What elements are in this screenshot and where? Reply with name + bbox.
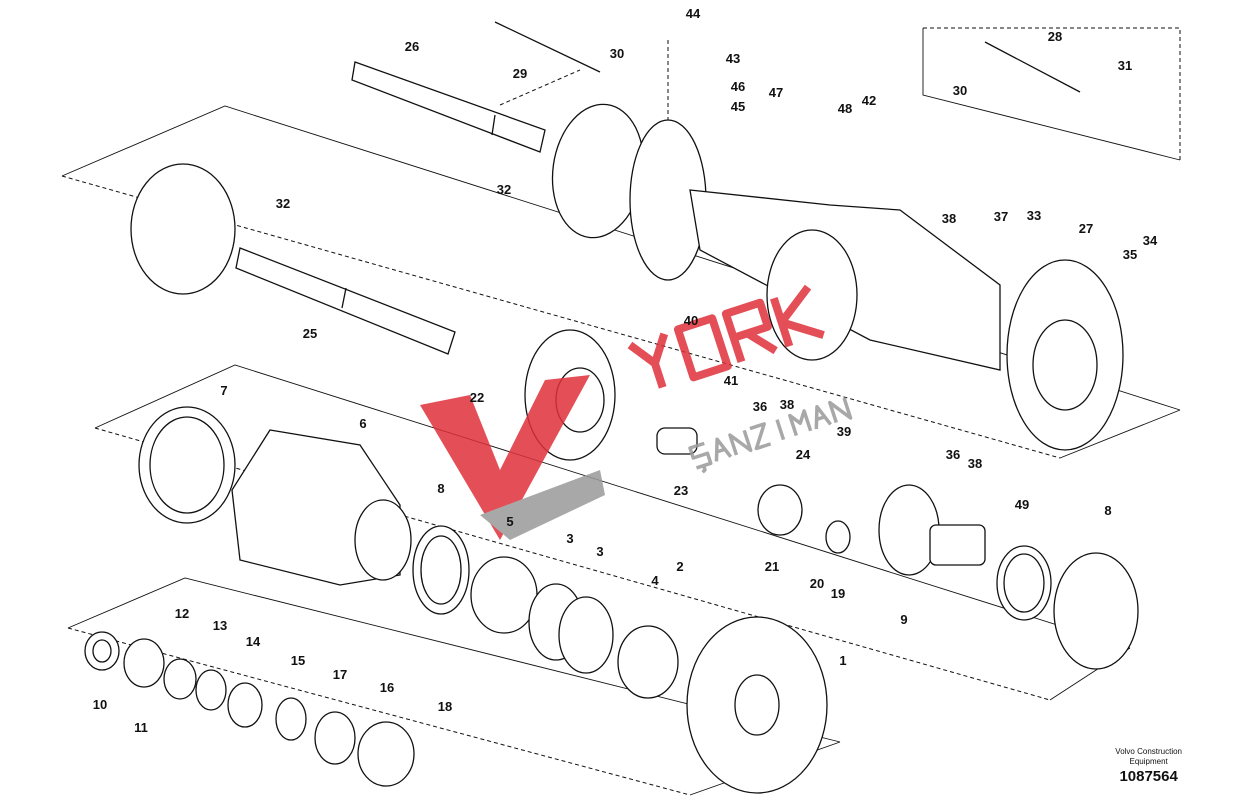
callout: 32 [497,182,511,197]
hub-parts [231,429,986,794]
callout: 7 [220,383,227,398]
watermark-letter-shape [769,284,825,348]
callout: 9 [900,612,907,627]
callout: 10 [93,697,107,712]
callout: 27 [1079,221,1093,236]
callout: 21 [765,559,779,574]
callout: 4 [651,573,659,588]
callout: 13 [213,618,227,633]
callout: 28 [1048,29,1062,44]
callout: 41 [724,373,738,388]
callout: 44 [686,6,701,21]
callout: 12 [175,606,189,621]
watermark-letter-shape [728,429,753,456]
callout: 17 [333,667,347,682]
callout: 46 [731,79,745,94]
callout: 1 [839,653,846,668]
callout: 8 [1104,503,1111,518]
callout: 38 [780,397,794,412]
callout: 16 [380,680,394,695]
watermark-letter-shape [828,397,853,424]
callout: 23 [674,483,688,498]
callout: 15 [291,653,305,668]
callout: 2 [676,559,683,574]
callout: 29 [513,66,527,81]
shafts [235,21,1081,355]
callout: 11 [134,720,148,735]
callout: 47 [769,85,783,100]
watermark-letter-shape [788,409,813,437]
callout: 38 [942,211,956,226]
watermark-york-lettering [627,284,825,389]
callout: 36 [946,447,960,462]
watermark-letter-shape [814,404,832,430]
drawing-number: 1087564 [1119,768,1178,785]
callout: 32 [276,196,290,211]
callout: 30 [610,46,624,61]
watermark-letter-shape [688,441,713,474]
watermark-letter-shape [627,332,669,389]
discs [84,103,1139,787]
watermark-sanziman-lettering [688,397,853,474]
callout: 43 [726,51,740,66]
credit-line-2: Equipment [1129,757,1168,766]
callout: 35 [1123,247,1137,262]
callout: 49 [1015,497,1029,512]
watermark-letter-shape [714,437,733,462]
callout: 19 [831,586,845,601]
credit-line-1: Volvo Construction [1115,747,1182,756]
callout: 31 [1118,58,1132,73]
callout: 33 [1027,208,1041,223]
watermark-letter-shape [673,314,732,382]
callout: 42 [862,93,876,108]
callout: 22 [470,390,484,405]
callout: 25 [303,326,317,341]
callout: 3 [566,531,573,546]
callout: 20 [810,576,824,591]
watermark-logo [420,284,853,540]
callout: 26 [405,39,419,54]
callout: 39 [837,424,851,439]
watermark-letter-shape [721,298,778,364]
callout: 38 [968,456,982,471]
callout: 8 [437,481,444,496]
watermark-letter-shape [775,419,786,441]
callout: 40 [684,313,698,328]
callout: 3 [596,544,603,559]
drawing-credit: Volvo Construction Equipment 1087564 [1115,747,1182,787]
callout: 18 [438,699,452,714]
watermark-letter-shape [749,422,772,451]
axle-housing [524,119,1124,461]
callout: 48 [838,101,852,116]
callout: 34 [1143,233,1158,248]
callout: 6 [359,416,366,431]
callout-labels: 44 43 46 45 47 48 42 26 29 30 28 31 30 3… [93,6,1158,735]
callout: 24 [796,447,811,462]
callout: 5 [506,514,513,529]
callout: 36 [753,399,767,414]
callout: 30 [953,83,967,98]
callout: 14 [246,634,261,649]
callout: 37 [994,209,1008,224]
callout: 45 [731,99,745,114]
